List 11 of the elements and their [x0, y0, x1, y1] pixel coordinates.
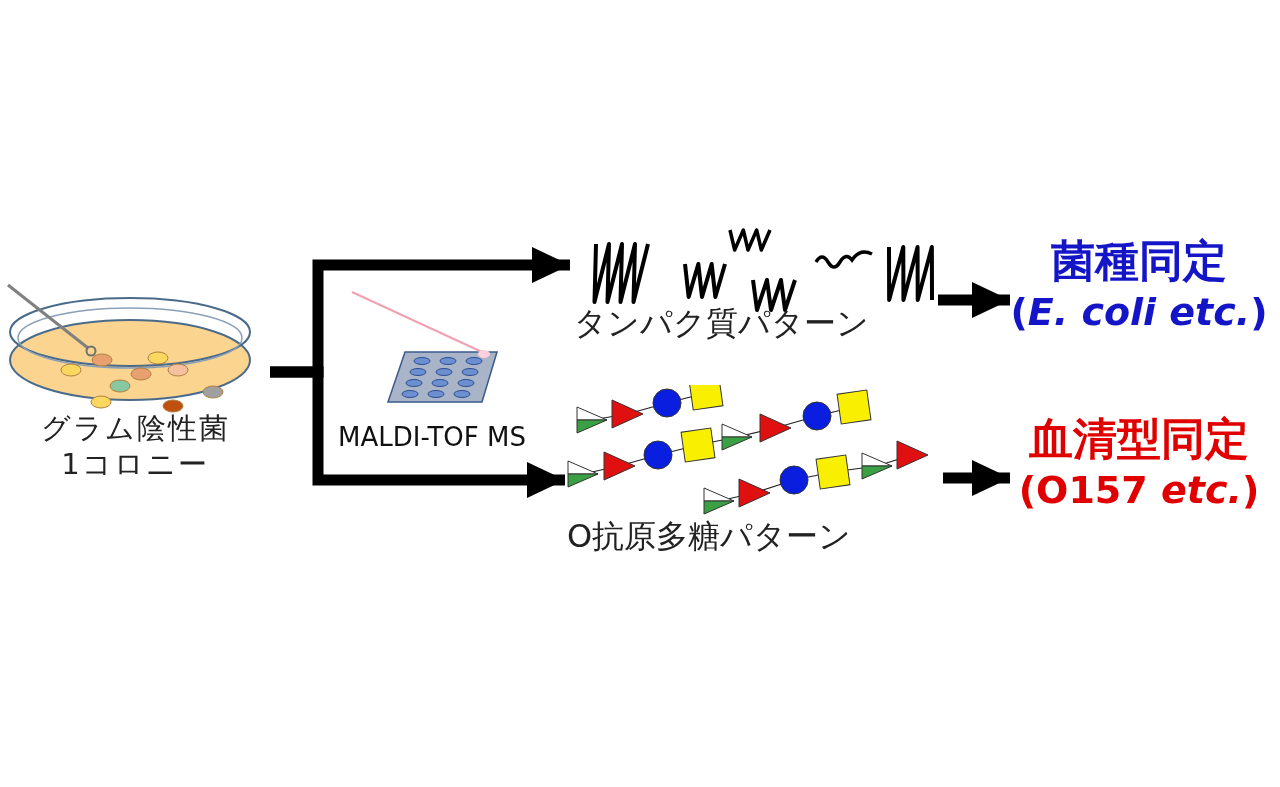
result-heading: 菌種同定 [1050, 234, 1228, 288]
arrow [270, 366, 565, 498]
caption-text: O抗原多糖パターン [567, 516, 852, 557]
caption-text: タンパク質パターン [574, 303, 869, 344]
result-example: (E. coli etc.) [1010, 290, 1268, 334]
result-heading: 血清型同定 [1028, 412, 1250, 466]
arrow [943, 460, 1010, 496]
result-example: (O157 etc.) [1017, 468, 1261, 512]
instrument-label: MALDI-TOF MS [338, 422, 526, 452]
caption-text: グラム陰性菌1コロニー [39, 410, 231, 483]
arrow [938, 282, 1010, 318]
